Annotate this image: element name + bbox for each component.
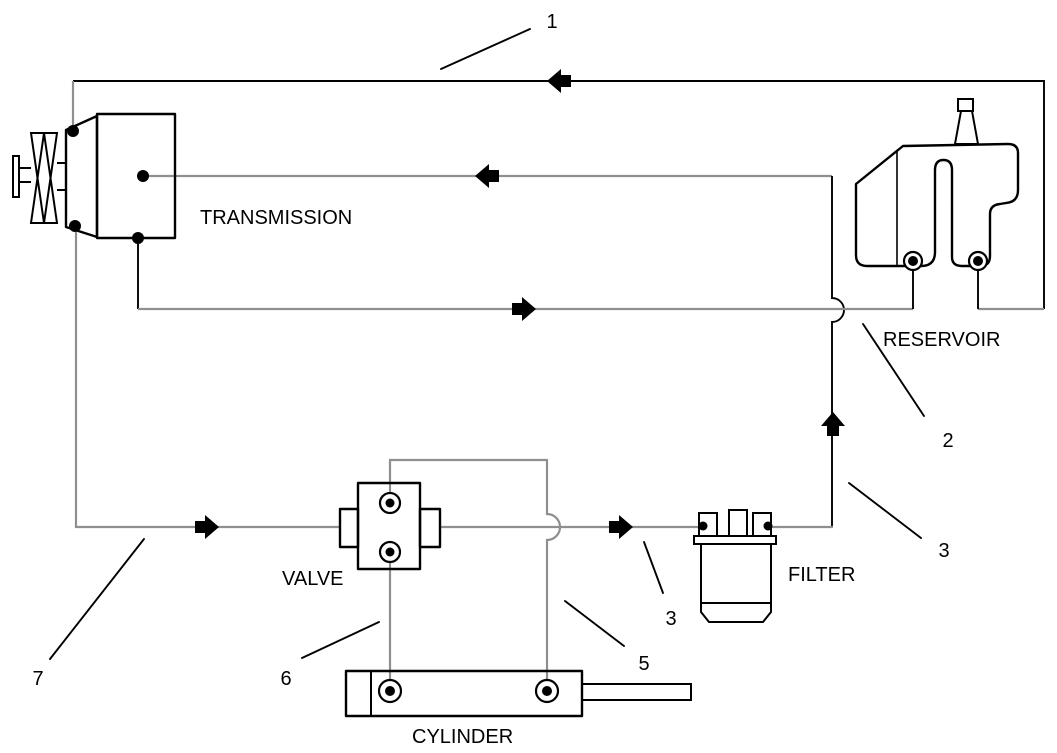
flow-arrow-left-middle-icon [475,164,499,188]
flow-arrows [195,69,845,539]
filter-inlet-port [698,521,708,531]
pulley-sheave-right [42,132,59,224]
reservoir-label: RESERVOIR [883,329,1000,351]
pulley-shaft-lines [19,167,31,183]
reservoir-filler-neck [953,110,980,145]
callout-6: 6 [280,668,291,690]
pulley-shaft-plate [12,155,20,198]
callouts: 1 2 3 3 5 6 7 [32,11,953,690]
callout-5-leader [564,600,625,647]
reservoir-filler-cap [957,98,974,112]
pulley-sheave-left [29,132,46,224]
reservoir-tank [854,142,1020,268]
filter-riser-line-with-jump [831,176,845,527]
callout-3-filter-leader [643,541,664,594]
callout-3-right: 3 [938,540,949,562]
callout-2: 2 [942,430,953,452]
callout-6-leader [301,621,380,659]
valve-bottom-port-center [385,547,395,557]
valve-right-tab [418,507,442,549]
callout-1: 1 [546,11,557,33]
filter-mounting-plate [693,535,777,545]
valve-label: VALVE [282,568,344,590]
return-line-top [73,80,1045,309]
filter-fitting-middle [728,509,748,537]
transmission-to-valve-line [74,232,340,529]
transmission-port-bottom [132,232,144,244]
reservoir-right-port-center [973,256,983,266]
transmission-port-top [67,125,79,137]
flow-arrow-right-filter-icon [609,515,633,539]
transmission-port-lower-left [69,220,81,232]
cylinder-rod [581,683,692,701]
reservoir: RESERVOIR [854,98,1020,351]
callout-3-filter: 3 [665,608,676,630]
cylinder-label: CYLINDER [412,726,513,748]
filter: FILTER [693,509,855,623]
callout-7-leader [49,538,145,660]
valve-body [356,481,422,571]
transmission-port-middle [137,170,149,182]
callout-3-right-leader [848,482,922,539]
cylinder-left-port-center [385,686,395,696]
filter-outlet-port [763,521,773,531]
reservoir-left-port-center [908,256,918,266]
callout-5: 5 [638,653,649,675]
callout-2-leader [862,323,925,417]
valve-to-cylinder-right-line [388,458,562,680]
flow-arrow-right-reservoir-feed-icon [512,297,536,321]
cylinder: CYLINDER [344,669,692,748]
callout-7: 7 [32,668,43,690]
flow-arrow-left-top-icon [547,69,571,93]
flow-arrow-right-pressure-icon [195,515,219,539]
valve-left-tab [338,507,360,549]
valve-top-port-center [385,498,395,508]
cylinder-body [344,669,584,718]
filter-label: FILTER [788,564,855,586]
transmission: TRANSMISSION [12,112,352,244]
callout-1-leader [440,28,531,70]
flow-arrow-up-riser-icon [821,412,845,436]
cylinder-right-port-center [542,686,552,696]
transmission-label: TRANSMISSION [200,207,352,229]
pulley-hub-lines [57,162,66,191]
filter-can [700,543,772,623]
valve: VALVE [282,481,442,590]
